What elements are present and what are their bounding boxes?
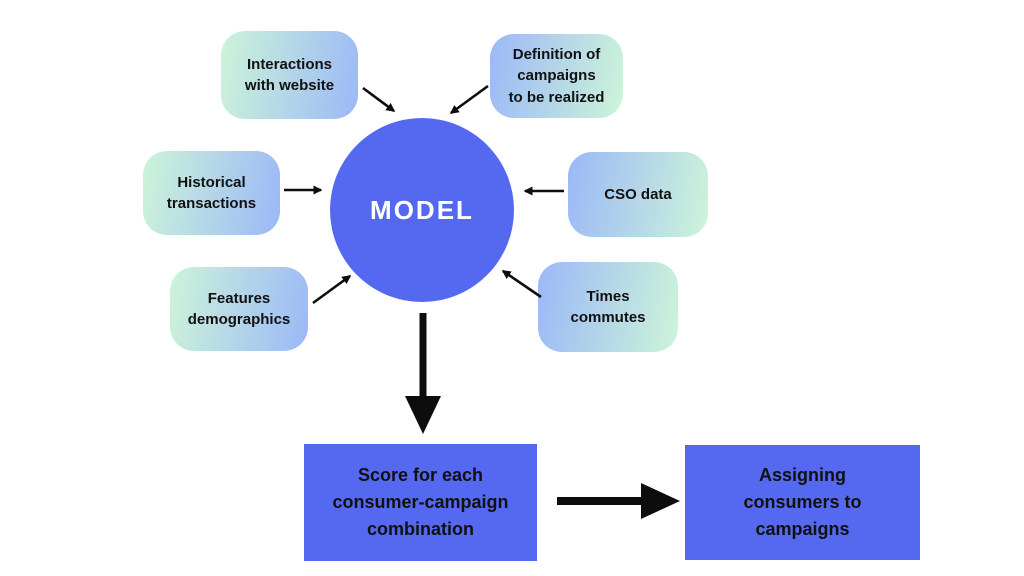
output-node-assigning-consumers: Assigning consumers to campaigns — [685, 445, 920, 560]
input-node-features-demographics: Features demographics — [170, 267, 308, 351]
input-node-cso-data: CSO data — [568, 152, 708, 237]
arrow-definition-to-model — [449, 84, 489, 115]
input-node-historical-transactions: Historical transactions — [143, 151, 280, 235]
input-node-definition-of-campaigns: Definition of campaigns to be realized — [490, 34, 623, 118]
input-node-times-commutes: Times commutes — [538, 262, 678, 352]
model-node: MODEL — [330, 118, 514, 302]
arrow-model-to-score — [405, 313, 441, 434]
arrow-interactions-to-model — [362, 86, 396, 113]
arrow-score-to-assigning — [557, 483, 680, 519]
arrow-features-to-model — [312, 274, 352, 305]
input-node-interactions-with-website: Interactions with website — [221, 31, 358, 119]
arrow-times-to-model — [501, 269, 542, 299]
output-node-score-combination: Score for each consumer-campaign combina… — [304, 444, 537, 561]
